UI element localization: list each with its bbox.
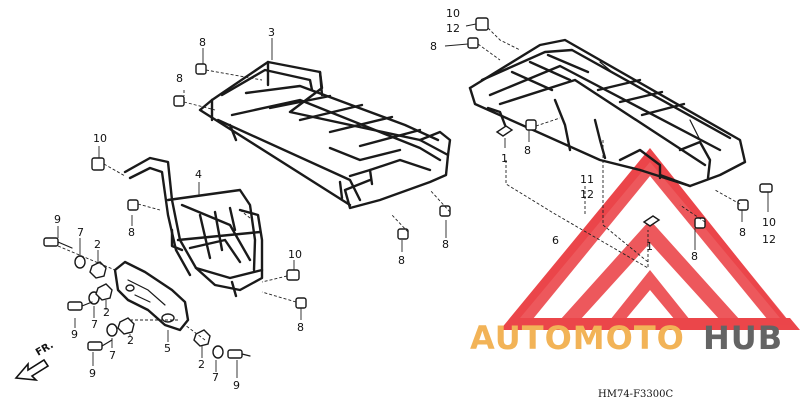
bolt-10d-icon xyxy=(286,269,300,281)
callout-8j: 8 xyxy=(128,226,135,239)
callout-8k: 8 xyxy=(297,321,304,334)
callout-5: 5 xyxy=(164,342,171,355)
callout-7d: 7 xyxy=(212,371,219,384)
watermark-logo: AUTOMOTO HUB xyxy=(470,148,800,357)
bolt-9c-icon xyxy=(87,341,103,351)
washer-7c-icon xyxy=(106,323,118,337)
callout-8c: 8 xyxy=(442,238,449,251)
bolt-8g-icon xyxy=(525,119,537,131)
bolt-10c-icon xyxy=(91,157,105,171)
bolt-9b-icon xyxy=(67,301,83,311)
watermark-text-automoto: AUTOMOTO xyxy=(470,319,685,357)
callout-2a: 2 xyxy=(94,238,101,251)
callout-9a: 9 xyxy=(54,213,61,226)
washer-7a-icon xyxy=(74,255,86,269)
nut-2d-icon xyxy=(193,329,211,347)
callout-10a: 10 xyxy=(446,7,460,20)
callout-12b: 12 xyxy=(580,188,594,201)
callout-2d: 2 xyxy=(198,358,205,371)
front-arrow-icon xyxy=(14,358,50,382)
callout-10b: 10 xyxy=(762,216,776,229)
nut-2a-icon xyxy=(89,261,107,279)
front-label: FR. xyxy=(34,340,56,359)
callout-4: 4 xyxy=(195,168,202,181)
callout-8d: 8 xyxy=(398,254,405,267)
bolt-8j-icon xyxy=(127,199,139,211)
nut-2b-icon xyxy=(95,283,113,301)
bolt-8a-icon xyxy=(195,63,207,75)
callout-10d: 10 xyxy=(288,248,302,261)
callout-2b: 2 xyxy=(103,306,110,319)
bolt-9d-icon xyxy=(227,349,243,359)
part-3-carrier-rack xyxy=(198,60,452,210)
callouts: 3 8 8 8 8 10 12 8 1 8 11 12 6 1 8 8 10 1… xyxy=(54,7,776,392)
bolt-8b-icon xyxy=(173,95,185,107)
callout-8g: 8 xyxy=(524,144,531,157)
callout-8e: 8 xyxy=(430,40,437,53)
watermark-text-hub: HUB xyxy=(703,319,783,357)
callout-1b: 1 xyxy=(646,240,653,253)
callout-11: 11 xyxy=(580,173,594,186)
callout-8i: 8 xyxy=(739,226,746,239)
callout-7b: 7 xyxy=(91,318,98,331)
front-direction-marker: FR. xyxy=(14,340,56,382)
callout-9d: 9 xyxy=(233,379,240,392)
diagram-code: HM74-F3300C xyxy=(598,389,673,400)
clip-1a-icon xyxy=(495,125,514,137)
bolt-8h-icon xyxy=(694,217,706,229)
callout-8h: 8 xyxy=(691,250,698,263)
callout-12a: 12 xyxy=(446,22,460,35)
part-5-bracket xyxy=(113,260,190,332)
part-6-carrier-rack xyxy=(468,38,747,188)
callout-7c: 7 xyxy=(109,349,116,362)
callout-10c: 10 xyxy=(93,132,107,145)
callout-8a: 8 xyxy=(199,36,206,49)
callout-2c: 2 xyxy=(127,334,134,347)
callout-9c: 9 xyxy=(89,367,96,380)
bolt-8d-icon xyxy=(397,228,409,240)
callout-8b: 8 xyxy=(176,72,183,85)
bolt-10-12c-icon xyxy=(759,183,773,193)
bolt-8i-icon xyxy=(737,199,749,211)
clip-1b-icon xyxy=(642,215,661,227)
leader-lines xyxy=(57,23,769,378)
part-4-guard-frame xyxy=(123,156,264,298)
bolt-8f-icon xyxy=(467,37,479,49)
callout-1a: 1 xyxy=(501,152,508,165)
washer-7d-icon xyxy=(212,345,224,359)
callout-12c: 12 xyxy=(762,233,776,246)
callout-3: 3 xyxy=(268,26,275,39)
bolt-9a-icon xyxy=(43,237,59,247)
bolt-8k-icon xyxy=(295,297,307,309)
callout-7a: 7 xyxy=(77,226,84,239)
nut-2c-icon xyxy=(117,317,135,335)
fasteners xyxy=(43,17,773,359)
callout-9b: 9 xyxy=(71,328,78,341)
bolt-10-12a-icon xyxy=(475,17,489,31)
callout-6: 6 xyxy=(552,234,559,247)
